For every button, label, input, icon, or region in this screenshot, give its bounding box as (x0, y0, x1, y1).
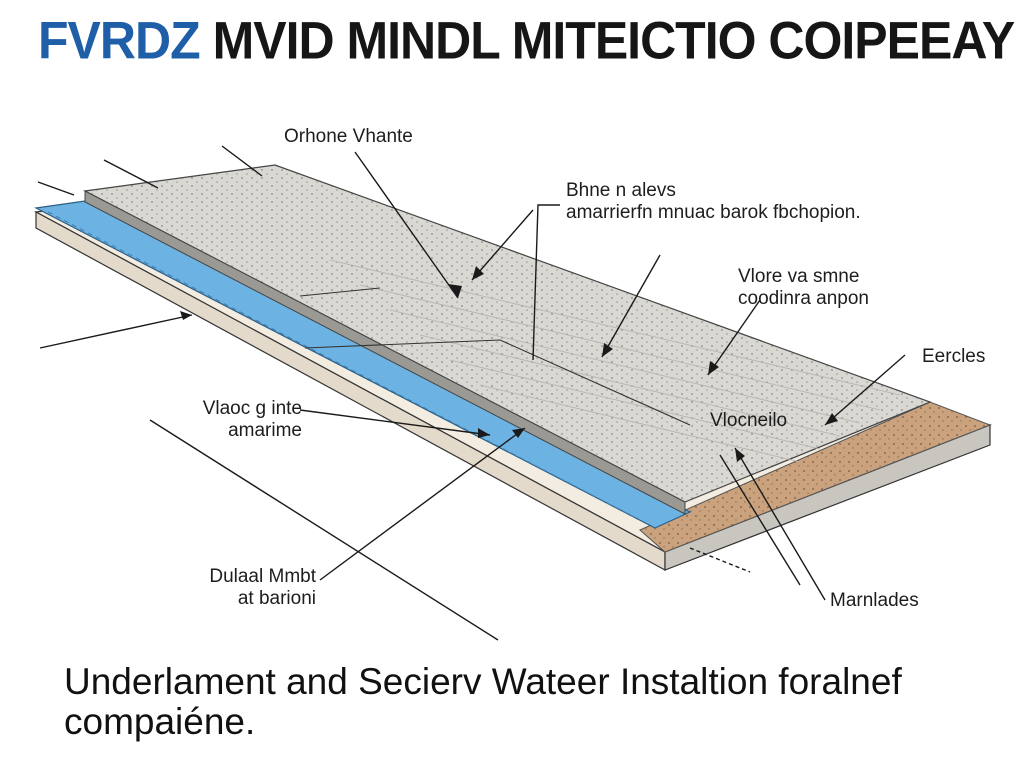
diagram-caption: Underlament and Secierv Wateer Instaltio… (64, 662, 964, 742)
label-left-middle-line2: amarime (196, 420, 302, 442)
label-left-lower: Dulaal Mmbt at barioni (196, 566, 316, 610)
label-left-middle-line1: Vlaoc g inte (196, 398, 302, 420)
label-far-right: Eercles (922, 346, 985, 368)
label-upper-right-line2: amarrierfn mnuac barok fbchopion. (566, 202, 861, 224)
label-left-middle: Vlaoc g inte amarime (196, 398, 302, 442)
label-left-lower-line1: Dulaal Mmbt (196, 566, 316, 588)
label-top-center: Orhone Vhante (284, 126, 413, 148)
label-bottom-right: Marnlades (830, 590, 919, 612)
label-middle-right-line2: coodinra anpon (738, 288, 869, 310)
label-upper-right: Bhne n alevs amarrierfn mnuac barok fbch… (566, 180, 861, 224)
label-center-lower: Vlocneilo (710, 410, 787, 432)
label-left-lower-line2: at barioni (196, 588, 316, 610)
label-upper-right-line1: Bhne n alevs (566, 180, 861, 202)
label-middle-right: Vlore va smne coodinra anpon (738, 266, 869, 310)
label-middle-right-line1: Vlore va smne (738, 266, 869, 288)
